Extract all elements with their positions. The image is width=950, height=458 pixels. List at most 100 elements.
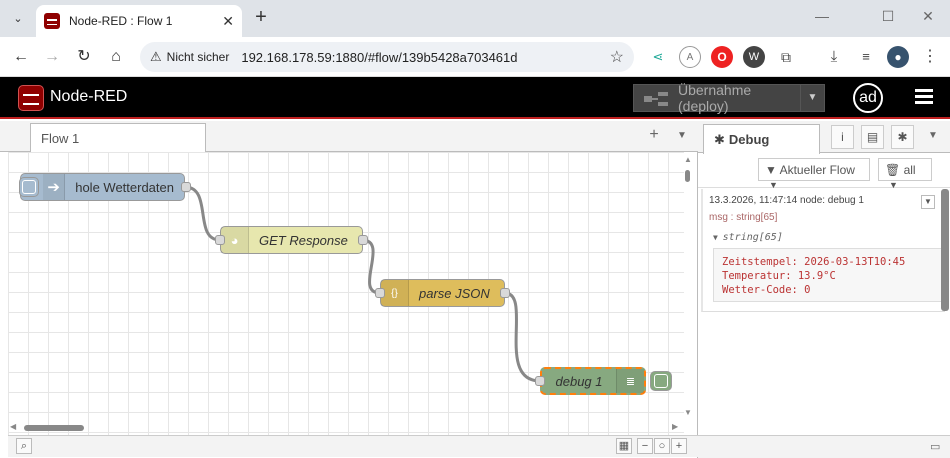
reload-icon[interactable]: ↻ <box>77 48 91 65</box>
security-label[interactable]: Nicht sicher <box>166 50 230 64</box>
deploy-icon <box>634 85 674 111</box>
browser-toolbar: ← → ↻ ⌂ ⚠ Nicht sicher 192.168.178.59:18… <box>0 37 950 77</box>
debug-toolbar: ▼ Aktueller Flow ▼ 🗑 all ▼ <box>698 153 950 190</box>
debug-node-label: debug 1 <box>555 373 603 389</box>
debug-bug-icon[interactable]: ✱ <box>891 125 914 149</box>
tab-flow-1[interactable]: Flow 1 <box>30 123 206 153</box>
filter-caret-icon: ▼ <box>769 180 778 190</box>
tab-search-chevron-icon[interactable]: ⌄ <box>13 12 23 25</box>
scroll-left-icon[interactable]: ◀ <box>10 422 17 431</box>
message-menu-caret-icon[interactable]: ▼ <box>921 195 935 209</box>
debug-node[interactable]: debug 1 ≣ <box>535 367 672 395</box>
search-icon[interactable]: ⌕ <box>16 438 32 454</box>
media-queue-icon[interactable]: ≡ <box>862 49 870 64</box>
download-icon[interactable]: ⤓ <box>830 48 838 65</box>
opera-icon[interactable]: O <box>711 46 733 68</box>
tab-debug[interactable]: ✱Debug <box>703 124 820 154</box>
zoom-in-icon[interactable]: + <box>671 438 687 454</box>
filter-funnel-icon: ▼ <box>765 163 777 177</box>
sidebar-tab-bar: ✱Debug i ▤ ✱ ▼ <box>698 121 950 154</box>
json-input-port[interactable] <box>375 288 385 298</box>
wires <box>184 185 541 383</box>
json-output-port[interactable] <box>500 288 510 298</box>
inject-node[interactable]: ➔ hole Wetterdaten <box>19 173 191 201</box>
message-tree-toggle[interactable]: ▼ string[65] <box>713 232 783 243</box>
canvas-horizontal-scrollbar[interactable]: ◀ ▶ <box>8 421 684 435</box>
extension-a-icon[interactable]: A <box>679 46 701 68</box>
json-node-label: parse JSON <box>419 285 490 301</box>
scroll-right-icon[interactable]: ▶ <box>672 422 679 431</box>
vertical-scroll-thumb[interactable] <box>685 170 690 182</box>
new-tab-button[interactable]: + <box>255 6 267 28</box>
forward-arrow-icon[interactable]: → <box>44 48 60 65</box>
message-type: msg : string[65] <box>709 212 778 223</box>
browser-tab-node-red[interactable]: Node-RED : Flow 1 ✕ <box>36 5 242 37</box>
sidebar-menu-caret-icon[interactable]: ▼ <box>928 130 938 141</box>
http-request-node[interactable]: ◕ GET Response <box>215 226 368 254</box>
inject-trigger-button[interactable] <box>19 177 39 197</box>
navigator-map-icon[interactable]: ▦ <box>616 438 632 454</box>
tree-label: string[65] <box>722 232 783 243</box>
browser-tab-title: Node-RED : Flow 1 <box>69 14 173 28</box>
globe-icon: ◕ <box>221 227 249 253</box>
zoom-reset-icon[interactable]: ○ <box>654 438 670 454</box>
node-red-header: Node-RED Übernahme (deploy) ▼ ad <box>0 77 950 119</box>
user-avatar[interactable]: ad <box>853 83 883 113</box>
scroll-up-icon[interactable]: ▲ <box>684 155 692 164</box>
debug-toggle-button[interactable] <box>650 371 672 391</box>
minimize-icon[interactable]: — <box>815 8 829 24</box>
inject-output-port[interactable] <box>181 182 191 192</box>
debug-list-icon: ≣ <box>616 369 644 393</box>
sidebar-scroll-thumb[interactable] <box>941 189 949 311</box>
inject-arrow-icon: ➔ <box>43 174 66 200</box>
json-node[interactable]: {} parse JSON <box>375 279 510 307</box>
inject-node-label: hole Wetterdaten <box>75 179 174 195</box>
profile-avatar[interactable]: ● <box>887 46 909 68</box>
sidebar-footer: ▭ <box>698 435 950 458</box>
message-payload: Zeitstempel: 2026-03-13T10:45 Temperatur… <box>713 248 943 302</box>
horizontal-scroll-thumb[interactable] <box>24 425 84 431</box>
zoom-out-icon[interactable]: − <box>637 438 653 454</box>
share-icon[interactable]: ⋖ <box>652 49 664 64</box>
workspace-tab-bar: Flow 1 + ▼ <box>0 121 698 153</box>
warning-icon[interactable]: ⚠ <box>150 49 162 64</box>
workspace: Flow 1 + ▼ ➔ hole Wetterdaten ◕ GET Resp… <box>0 121 698 458</box>
window-close-icon[interactable]: ✕ <box>922 8 934 24</box>
node-red-logo-icon <box>18 85 44 111</box>
scroll-down-icon[interactable]: ▼ <box>684 408 692 417</box>
bookmark-star-icon[interactable]: ☆ <box>609 49 624 66</box>
browser-tab-strip: ⌄ Node-RED : Flow 1 ✕ + — ☐ ✕ <box>0 0 950 37</box>
info-icon[interactable]: i <box>831 125 854 149</box>
tab-close-icon[interactable]: ✕ <box>222 12 234 29</box>
deploy-button[interactable]: Übernahme (deploy) ▼ <box>633 82 825 114</box>
debug-input-port[interactable] <box>535 376 545 386</box>
tab-debug-label: Debug <box>728 132 770 147</box>
node-red-favicon-icon <box>44 13 60 29</box>
help-book-icon[interactable]: ▤ <box>861 125 884 149</box>
deploy-label[interactable]: Übernahme (deploy) <box>678 82 752 114</box>
clear-caret-icon: ▼ <box>889 180 898 190</box>
http-input-port[interactable] <box>215 235 225 245</box>
workspace-footer: ⌕ ▦ − ○ + <box>8 435 698 457</box>
address-bar[interactable]: ⚠ Nicht sicher 192.168.178.59:1880/#flow… <box>140 42 634 72</box>
wordpress-icon[interactable]: W <box>743 46 765 68</box>
deploy-dropdown-caret-icon[interactable]: ▼ <box>800 85 824 111</box>
open-window-icon[interactable]: ▭ <box>930 441 941 453</box>
url-text[interactable]: 192.168.178.59:1880/#flow/139b5428a70346… <box>241 49 518 65</box>
clear-label: all <box>903 163 916 177</box>
browser-menu-icon[interactable]: ⋮ <box>922 48 938 65</box>
flow-list-caret-icon[interactable]: ▼ <box>677 130 687 141</box>
add-flow-button[interactable]: + <box>649 126 659 143</box>
main-menu-icon[interactable] <box>915 89 933 105</box>
http-node-label: GET Response <box>259 232 348 248</box>
canvas-vertical-scrollbar[interactable]: ▲ ▼ <box>684 152 692 441</box>
http-output-port[interactable] <box>358 235 368 245</box>
clear-messages-button[interactable]: 🗑 all ▼ <box>878 158 932 190</box>
json-braces-icon: {} <box>381 280 409 306</box>
flow-canvas[interactable]: ➔ hole Wetterdaten ◕ GET Response {} par… <box>8 152 684 441</box>
debug-filter-dropdown[interactable]: ▼ Aktueller Flow ▼ <box>758 158 870 190</box>
home-icon[interactable]: ⌂ <box>111 48 121 65</box>
maximize-icon[interactable]: ☐ <box>881 8 895 24</box>
extensions-puzzle-icon[interactable]: ⧉ <box>781 49 791 65</box>
back-arrow-icon[interactable]: ← <box>13 48 29 65</box>
